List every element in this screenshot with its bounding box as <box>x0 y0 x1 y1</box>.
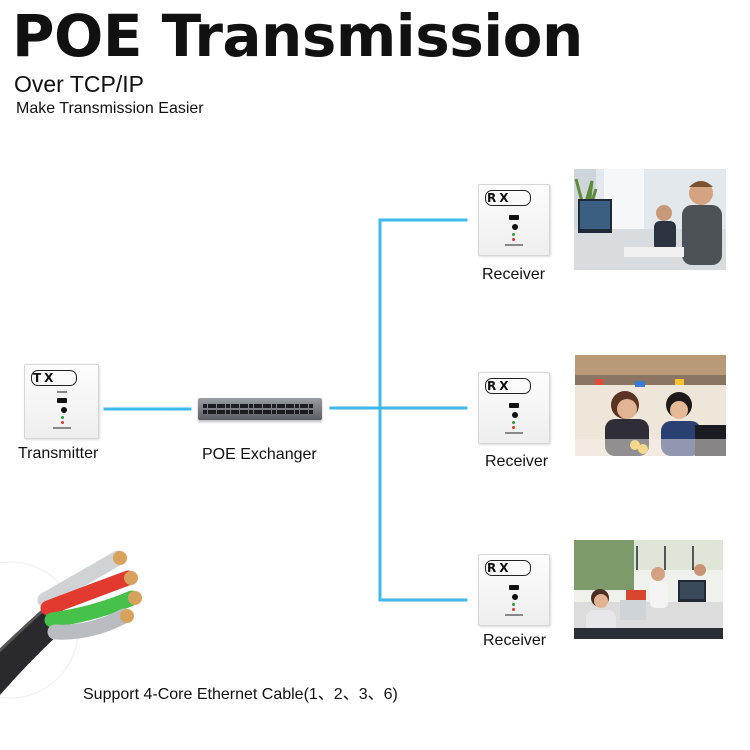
transmitter-tag: TX <box>33 371 57 385</box>
switch-port <box>272 410 276 414</box>
switch-port <box>295 404 299 408</box>
receiver-tag: RX <box>487 379 512 393</box>
receiver-device-icon: RX <box>478 554 550 626</box>
switch-port <box>253 404 258 408</box>
switch-port <box>203 404 207 408</box>
switch-port <box>207 404 212 408</box>
switch-port <box>226 404 230 408</box>
page-title: POE Transmission <box>12 2 583 70</box>
switch-port <box>212 404 217 408</box>
switch-port <box>216 404 221 408</box>
transmitter-device-icon: TX <box>24 364 99 439</box>
link-trunk-vertical <box>378 218 468 602</box>
switch-port <box>276 404 281 408</box>
switch-port <box>290 410 295 414</box>
switch-port <box>281 404 286 408</box>
switch-port <box>216 410 221 414</box>
switch-port <box>290 404 295 408</box>
switch-port <box>230 410 235 414</box>
receiver-label: Receiver <box>483 632 547 649</box>
receiver-device-icon: RX <box>478 184 550 256</box>
office-photo-icon <box>574 169 726 270</box>
transmitter-label: Transmitter <box>18 445 99 462</box>
receiver-label: Receiver <box>485 453 549 470</box>
switch-port <box>281 410 286 414</box>
switch-port <box>276 410 281 414</box>
switch-port <box>226 410 230 414</box>
switch-port <box>212 410 217 414</box>
switch-port <box>253 410 258 414</box>
page-subtitle: Over TCP/IP <box>14 71 144 97</box>
switch-port <box>285 404 290 408</box>
switch-port <box>299 410 304 414</box>
receiver-device-icon: RX <box>478 372 550 444</box>
switch-port <box>267 410 272 414</box>
switch-port <box>249 404 253 408</box>
switch-port <box>235 404 240 408</box>
switch-port <box>235 410 240 414</box>
switch-port <box>308 410 313 414</box>
switch-port <box>295 410 299 414</box>
cable-support-note: Support 4-Core Ethernet Cable(1、2、3、6) <box>83 686 398 703</box>
receiver-tag: RX <box>487 561 512 575</box>
office-photo-icon <box>575 355 726 456</box>
receiver-label: Receiver <box>482 266 546 283</box>
receiver-tag: RX <box>487 191 512 205</box>
switch-port <box>262 410 267 414</box>
switch-port <box>230 404 235 408</box>
page-tagline: Make Transmission Easier <box>16 100 204 117</box>
switch-port <box>244 404 249 408</box>
switch-port <box>285 410 290 414</box>
switch-port <box>244 410 249 414</box>
switch-port <box>203 410 207 414</box>
switch-port <box>239 410 244 414</box>
switch-port <box>262 404 267 408</box>
switch-port <box>299 404 304 408</box>
network-switch-icon <box>198 398 322 422</box>
switch-label: POE Exchanger <box>202 446 317 463</box>
switch-port <box>221 410 226 414</box>
office-photo-icon <box>574 540 723 639</box>
switch-port <box>272 404 276 408</box>
switch-port <box>239 404 244 408</box>
switch-port <box>258 404 263 408</box>
ethernet-cable-icon <box>0 550 142 699</box>
switch-port <box>308 404 313 408</box>
switch-port <box>249 410 253 414</box>
switch-port <box>304 410 309 414</box>
switch-port <box>267 404 272 408</box>
switch-port <box>258 410 263 414</box>
switch-port <box>304 404 309 408</box>
switch-port <box>221 404 226 408</box>
switch-port <box>207 410 212 414</box>
